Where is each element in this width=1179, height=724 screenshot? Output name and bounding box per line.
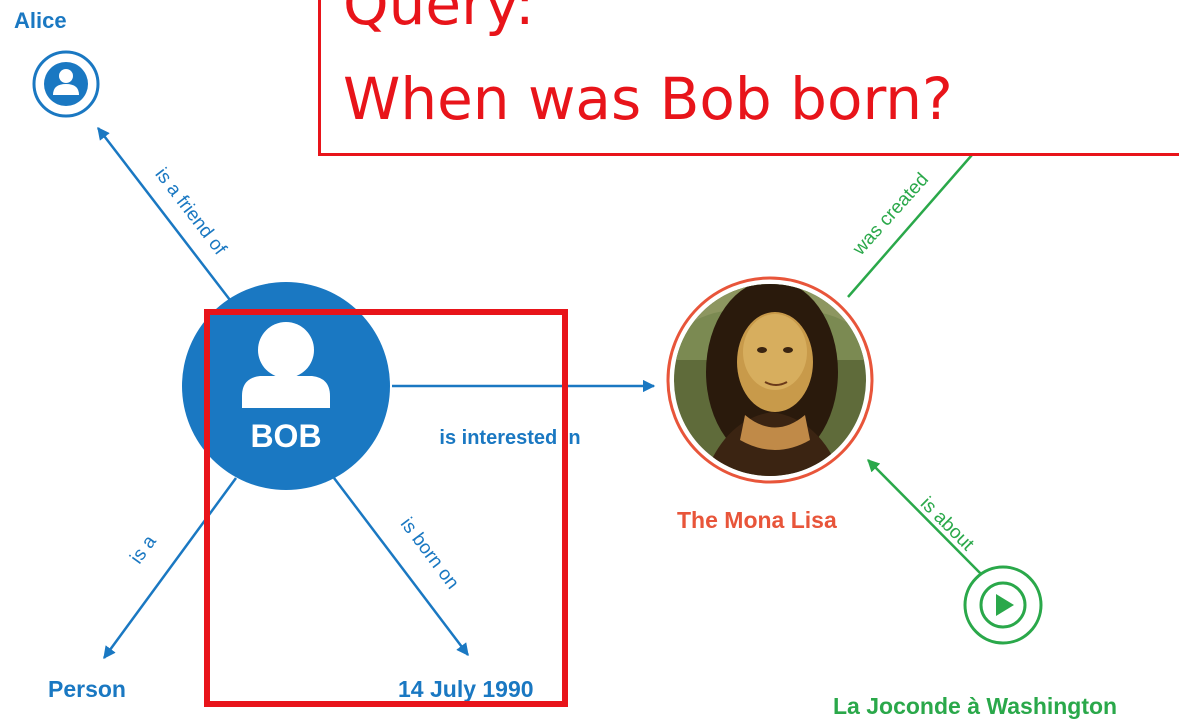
mona-lisa-node[interactable]	[660, 270, 880, 490]
joconde-node[interactable]	[963, 565, 1043, 645]
user-icon	[242, 322, 330, 408]
alice-label: Alice	[14, 8, 67, 33]
bob-label: BOB	[250, 418, 321, 454]
query-line-1: Query:	[343, 0, 535, 38]
edge-label-is-a: is a	[126, 531, 161, 568]
birth-date-label: 14 July 1990	[398, 676, 534, 702]
play-icon	[979, 581, 1027, 629]
query-box: Query: When was Bob born?	[318, 0, 1179, 156]
person-label: Person	[48, 676, 126, 702]
edge-is-a	[102, 477, 238, 660]
joconde-label: La Joconde à Washington	[833, 693, 1118, 719]
edge-born-on	[333, 477, 469, 656]
edge-was-created	[847, 139, 986, 298]
query-line-2: When was Bob born?	[343, 65, 953, 133]
alice-node[interactable]	[32, 50, 100, 118]
highlight-box	[204, 309, 568, 707]
edge-friend-of	[97, 127, 231, 301]
edge-label-is-about: is about	[916, 493, 978, 555]
edge-is-about	[867, 459, 986, 579]
edge-label-interested-in: is interested in	[439, 427, 580, 449]
bob-node[interactable]: BOB	[182, 282, 390, 490]
mona-lisa-label: The Mona Lisa	[677, 507, 837, 533]
user-icon	[44, 62, 88, 106]
mona-lisa-portrait	[674, 284, 866, 476]
